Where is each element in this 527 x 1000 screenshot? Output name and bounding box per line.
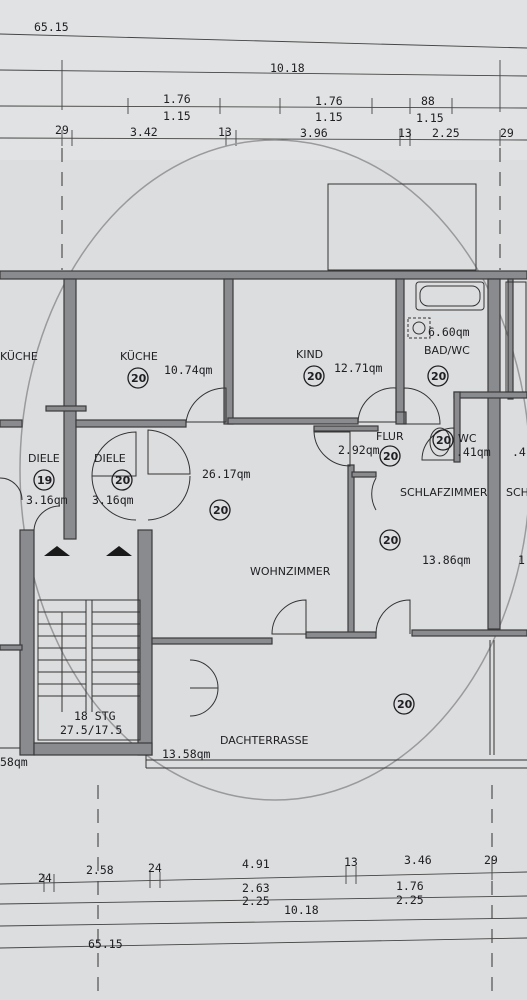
toilet-icon	[429, 427, 451, 457]
room-schlafzimmer-name: SCHLAFZIMMER	[400, 486, 488, 499]
room-kind-name: KIND	[296, 348, 323, 361]
dim-bottom-window-w2: 1.76	[396, 879, 424, 893]
sink-icon	[407, 317, 431, 339]
dim-top-window-w3: 88	[421, 94, 435, 108]
dim-bottom-total-outer: 65.15	[88, 937, 123, 951]
room-wc-right-area: .4	[512, 445, 526, 459]
unit-circle-wc	[432, 429, 454, 451]
dim-bottom-seg-258: 2.58	[86, 863, 114, 877]
bottom-dimension-chain	[0, 864, 527, 949]
shaft-right	[505, 281, 527, 393]
room-diele-name: DIELE	[94, 452, 126, 465]
room-wohnzimmer-unit: 20	[213, 504, 229, 517]
stair-steps: 18 STG	[74, 709, 116, 723]
dim-top-window-h2: 1.15	[315, 110, 343, 124]
dim-bottom-window-w1: 2.63	[242, 881, 270, 895]
dim-top-seg-29b: 29	[500, 126, 514, 140]
pencil-circle	[19, 139, 527, 801]
dim-top-seg-396: 3.96	[300, 126, 328, 140]
room-flur-area: 2.92qm	[338, 443, 380, 457]
staircase	[37, 546, 141, 741]
room-wohnzimmer-name: WOHNZIMMER	[250, 565, 331, 578]
room-dachterrasse-unit: 20	[397, 698, 413, 711]
door-swings	[0, 387, 455, 717]
paper-top-shade	[0, 0, 527, 160]
room-kueche-name: KÜCHE	[120, 350, 158, 363]
room-wc-area: .41qm	[456, 445, 491, 459]
top-dimension-chain	[0, 33, 527, 146]
dim-top-seg-29a: 29	[55, 123, 69, 137]
room-left-area: 58qm	[0, 755, 28, 769]
dim-bottom-seg-29: 29	[484, 853, 498, 867]
unit-circle-diele	[111, 469, 133, 491]
terrace-outline	[0, 640, 527, 769]
dim-top-window-w1: 1.76	[163, 92, 191, 106]
bathtub-icon	[415, 281, 485, 311]
dim-bottom-seg-13: 13	[344, 855, 358, 869]
dim-bottom-seg-346: 3.46	[404, 853, 432, 867]
room-diele-left-name: DIELE	[28, 452, 60, 465]
dim-top-seg-342: 3.42	[130, 125, 158, 139]
room-bad-area: 6.60qm	[428, 325, 470, 339]
dim-top-total-outer: 65.15	[34, 20, 69, 34]
unit-circle-bad	[427, 365, 449, 387]
walls	[0, 270, 527, 756]
room-flur-name: FLUR	[376, 430, 404, 443]
dim-top-seg-225: 2.25	[432, 126, 460, 140]
unit-circle-diele-left	[33, 469, 55, 491]
axis-dashed-lines	[61, 148, 501, 1000]
unit-circle-kind	[303, 365, 325, 387]
room-schlafzimmer-right-area: 1	[518, 553, 525, 567]
room-wc-unit: 20	[436, 434, 452, 447]
dim-bottom-total: 10.18	[284, 903, 319, 917]
unit-circle-wohnzimmer	[209, 499, 231, 521]
room-kueche-left-name: KÜCHE	[0, 350, 38, 363]
room-kueche-unit: 20	[131, 372, 147, 385]
room-schlafzimmer-area: 13.86qm	[422, 553, 471, 567]
dim-bottom-seg-24b: 24	[148, 861, 162, 875]
dim-bottom-window-h2: 2.25	[396, 893, 424, 907]
unit-circle-schlafzimmer	[379, 529, 401, 551]
dim-top-window-h3: 1.15	[416, 111, 444, 125]
dim-top-window-h1: 1.15	[163, 109, 191, 123]
room-diele-left-unit: 19	[37, 474, 52, 487]
room-kind-area: 12.71qm	[334, 361, 383, 375]
room-diele-area: 3.16qm	[92, 493, 134, 507]
room-dachterrasse-name: DACHTERRASSE	[220, 734, 309, 747]
room-kueche-area: 10.74qm	[164, 363, 213, 377]
dim-top-seg-13b: 13	[398, 126, 412, 140]
room-wc-name: WC	[458, 432, 477, 445]
dim-bottom-seg-24a: 24	[38, 871, 52, 885]
room-dachterrasse-area: 13.58qm	[162, 747, 211, 761]
unit-circle-flur	[379, 445, 401, 467]
room-schlafzimmer-unit: 20	[383, 534, 399, 547]
dim-bottom-window-h1: 2.25	[242, 894, 270, 908]
stair-ratio: 27.5/17.5	[60, 723, 122, 737]
room-wohnzimmer-area: 26.17qm	[202, 467, 251, 481]
room-bad-name: BAD/WC	[424, 344, 470, 357]
unit-circle-kueche	[127, 367, 149, 389]
room-bad-unit: 20	[431, 370, 447, 383]
dim-bottom-seg-491: 4.91	[242, 857, 270, 871]
room-schlafzimmer-right-name: SCH	[506, 486, 527, 499]
room-kind-unit: 20	[307, 370, 323, 383]
roof-opening-box	[327, 183, 477, 271]
unit-circle-dachterrasse	[393, 693, 415, 715]
room-flur-unit: 20	[383, 450, 399, 463]
dim-top-seg-13a: 13	[218, 125, 232, 139]
room-diele-unit: 20	[115, 474, 131, 487]
dim-top-window-w2: 1.76	[315, 94, 343, 108]
dim-top-total: 10.18	[270, 61, 305, 75]
room-diele-left-area: 3.16qm	[26, 493, 68, 507]
